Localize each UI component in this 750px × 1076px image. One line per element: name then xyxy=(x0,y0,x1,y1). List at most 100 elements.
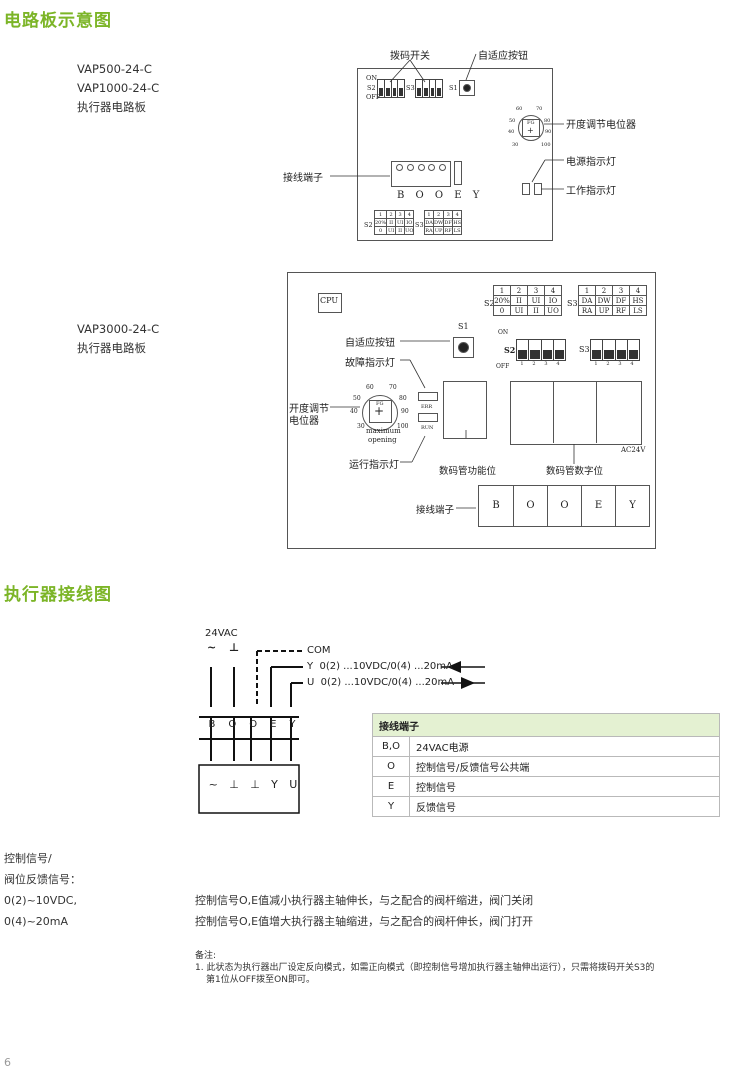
dial-tick: 60 xyxy=(366,384,374,391)
board2-s2-switch-label: S2 xyxy=(504,345,516,355)
board2-s3-switch-label: S3 xyxy=(579,345,590,354)
board1-connector xyxy=(454,161,462,185)
board2-s1-text: S1 xyxy=(458,322,469,331)
wiring-u-signal-label: U 0(2) ...10VDC/0(4) ...20mA xyxy=(307,677,455,688)
board2-potentiometer-dial[interactable] xyxy=(362,395,398,431)
notes-line: 第1位从OFF拨至ON即可。 xyxy=(206,975,315,985)
board2-digit-function-tube xyxy=(443,381,487,439)
section-title-circuit-board: 电路板示意图 xyxy=(4,11,112,31)
board1-leader-lines xyxy=(330,53,564,190)
board2-terminal-block: B O O E Y xyxy=(478,485,650,527)
board2-terminal: O xyxy=(514,485,548,527)
board2-model-line: 执行器电路板 xyxy=(77,341,146,355)
dial-tick: 60 xyxy=(516,106,523,112)
wiring-bottom-terminal: ⊥ xyxy=(250,778,260,791)
board2-off-text: OFF xyxy=(496,363,510,370)
signal-left-line: 控制信号/ xyxy=(4,852,52,865)
board2-terminal: Y xyxy=(616,485,650,527)
dial-tick: 100 xyxy=(397,423,409,430)
signal-left-line: 0(4)~20mA xyxy=(4,915,69,928)
dial-tick: 50 xyxy=(353,395,361,402)
tube-divider xyxy=(553,381,554,443)
board1-dip-switch-s3[interactable] xyxy=(415,79,443,98)
board2-run-led xyxy=(418,413,438,422)
board1-button-dot xyxy=(463,84,471,92)
board2-on-text: ON xyxy=(498,329,509,336)
board1-dip-switch-label: 拨码开关 xyxy=(390,51,430,62)
board2-digit-number-tubes xyxy=(510,381,642,445)
board1-s3-table-label: S3 xyxy=(415,221,424,229)
board1-model-text: VAP500-24-C VAP1000-24-C 执行器电路板 xyxy=(77,60,159,117)
board1-s1-text: S1 xyxy=(449,84,458,92)
board2-cpu-text: CPU xyxy=(320,296,339,305)
board2-model-line: VAP3000-24-C xyxy=(77,322,160,336)
board2-run-text: RUN xyxy=(421,425,434,431)
board1-terminal-label: 接线端子 xyxy=(283,173,323,184)
board2-digit-function-label: 数码管功能位 xyxy=(439,466,497,477)
notes-title: 备注: xyxy=(195,951,217,961)
board2-fg-text: FG xyxy=(376,401,384,407)
board2-model-text: VAP3000-24-C 执行器电路板 xyxy=(77,320,159,358)
wiring-terminal: O xyxy=(249,719,258,730)
wiring-24vac-label: 24VAC xyxy=(205,628,238,639)
board1-s3-text: S3 xyxy=(406,84,415,92)
board2-leader-lines xyxy=(330,340,575,509)
wiring-bottom-terminal: ~ xyxy=(208,778,218,791)
signal-desc-line: 控制信号O,E值增大执行器主轴缩进，与之配合的阀杆伸长，阀门打开 xyxy=(195,915,534,928)
board1-adaptive-button-label: 自适应按钮 xyxy=(478,51,528,62)
board2-s2-table-label: S2 xyxy=(484,299,495,308)
board1-potentiometer-knob xyxy=(522,119,540,137)
board2-terminal: O xyxy=(548,485,582,527)
board2-terminal-label: 接线端子 xyxy=(416,505,455,516)
input-arrow-icon xyxy=(447,661,461,673)
wiring-y-signal-label: Y 0(2) ...10VDC/0(4) ...20mA xyxy=(307,661,453,672)
board2-potentiometer-label: 电位器 xyxy=(289,416,319,427)
board1-s2-table-label: S2 xyxy=(364,221,373,229)
wiring-terminal: Y xyxy=(289,719,296,730)
terminal-table-header: 接线端子 xyxy=(372,713,720,737)
board1-potentiometer-label: 开度调节电位器 xyxy=(566,120,636,131)
board1-potentiometer-dial[interactable] xyxy=(518,115,544,141)
board2-dip-switch-s2[interactable] xyxy=(516,339,566,361)
board1-power-led-label: 电源指示灯 xyxy=(566,157,616,168)
board2-fault-led xyxy=(418,392,438,401)
section-title-wiring: 执行器接线图 xyxy=(4,585,112,605)
wiring-terminal: O xyxy=(228,719,237,730)
wiring-com-label: COM xyxy=(307,645,331,656)
signal-left-line: 阀位反馈信号： xyxy=(4,873,81,886)
board2-fault-led-label: 故障指示灯 xyxy=(345,358,395,369)
wiring-bottom-terminal: ⊥ xyxy=(229,778,239,791)
board2-s3-table-label: S3 xyxy=(567,299,578,308)
dial-tick: 100 xyxy=(541,142,551,148)
notes: 备注: 1. 此状态为执行器出厂设定反向模式，如需正向模式（即控制信号增加执行器… xyxy=(195,950,654,986)
tube-divider xyxy=(596,381,597,443)
board1-model-line: 执行器电路板 xyxy=(77,100,146,114)
board2-adaptive-button-label: 自适应按钮 xyxy=(345,338,395,349)
board2-ac-text: AC24V xyxy=(621,446,646,454)
board1-pot-cross: + xyxy=(527,126,534,135)
board1-model-line: VAP500-24-C xyxy=(77,62,152,76)
board1-dip-switch-s2[interactable] xyxy=(377,79,405,98)
board2-dip-switch-s3[interactable] xyxy=(590,339,640,361)
board2-potentiometer-label: 开度调节 xyxy=(289,404,329,415)
dial-tick: 70 xyxy=(389,384,397,391)
board1-model-line: VAP1000-24-C xyxy=(77,81,160,95)
dial-tick: 30 xyxy=(357,423,365,430)
notes-line: 1. 此状态为执行器出厂设定反向模式，如需正向模式（即控制信号增加执行器主轴伸出… xyxy=(195,963,655,973)
board1-s2-text: S2 xyxy=(367,84,376,92)
board2-maximum-text: maximum xyxy=(366,427,401,435)
signal-description: 控制信号O,E值减小执行器主轴伸长，与之配合的阀杆缩进，阀门关闭 控制信号O,E… xyxy=(195,890,533,932)
board2-err-text: ERR xyxy=(421,404,433,410)
board2-potentiometer-knob xyxy=(369,400,392,423)
board1-off-text: OFF xyxy=(366,93,381,101)
board2-run-led-label: 运行指示灯 xyxy=(349,460,399,471)
board1-terminal-text: B O O E Y xyxy=(397,190,484,201)
